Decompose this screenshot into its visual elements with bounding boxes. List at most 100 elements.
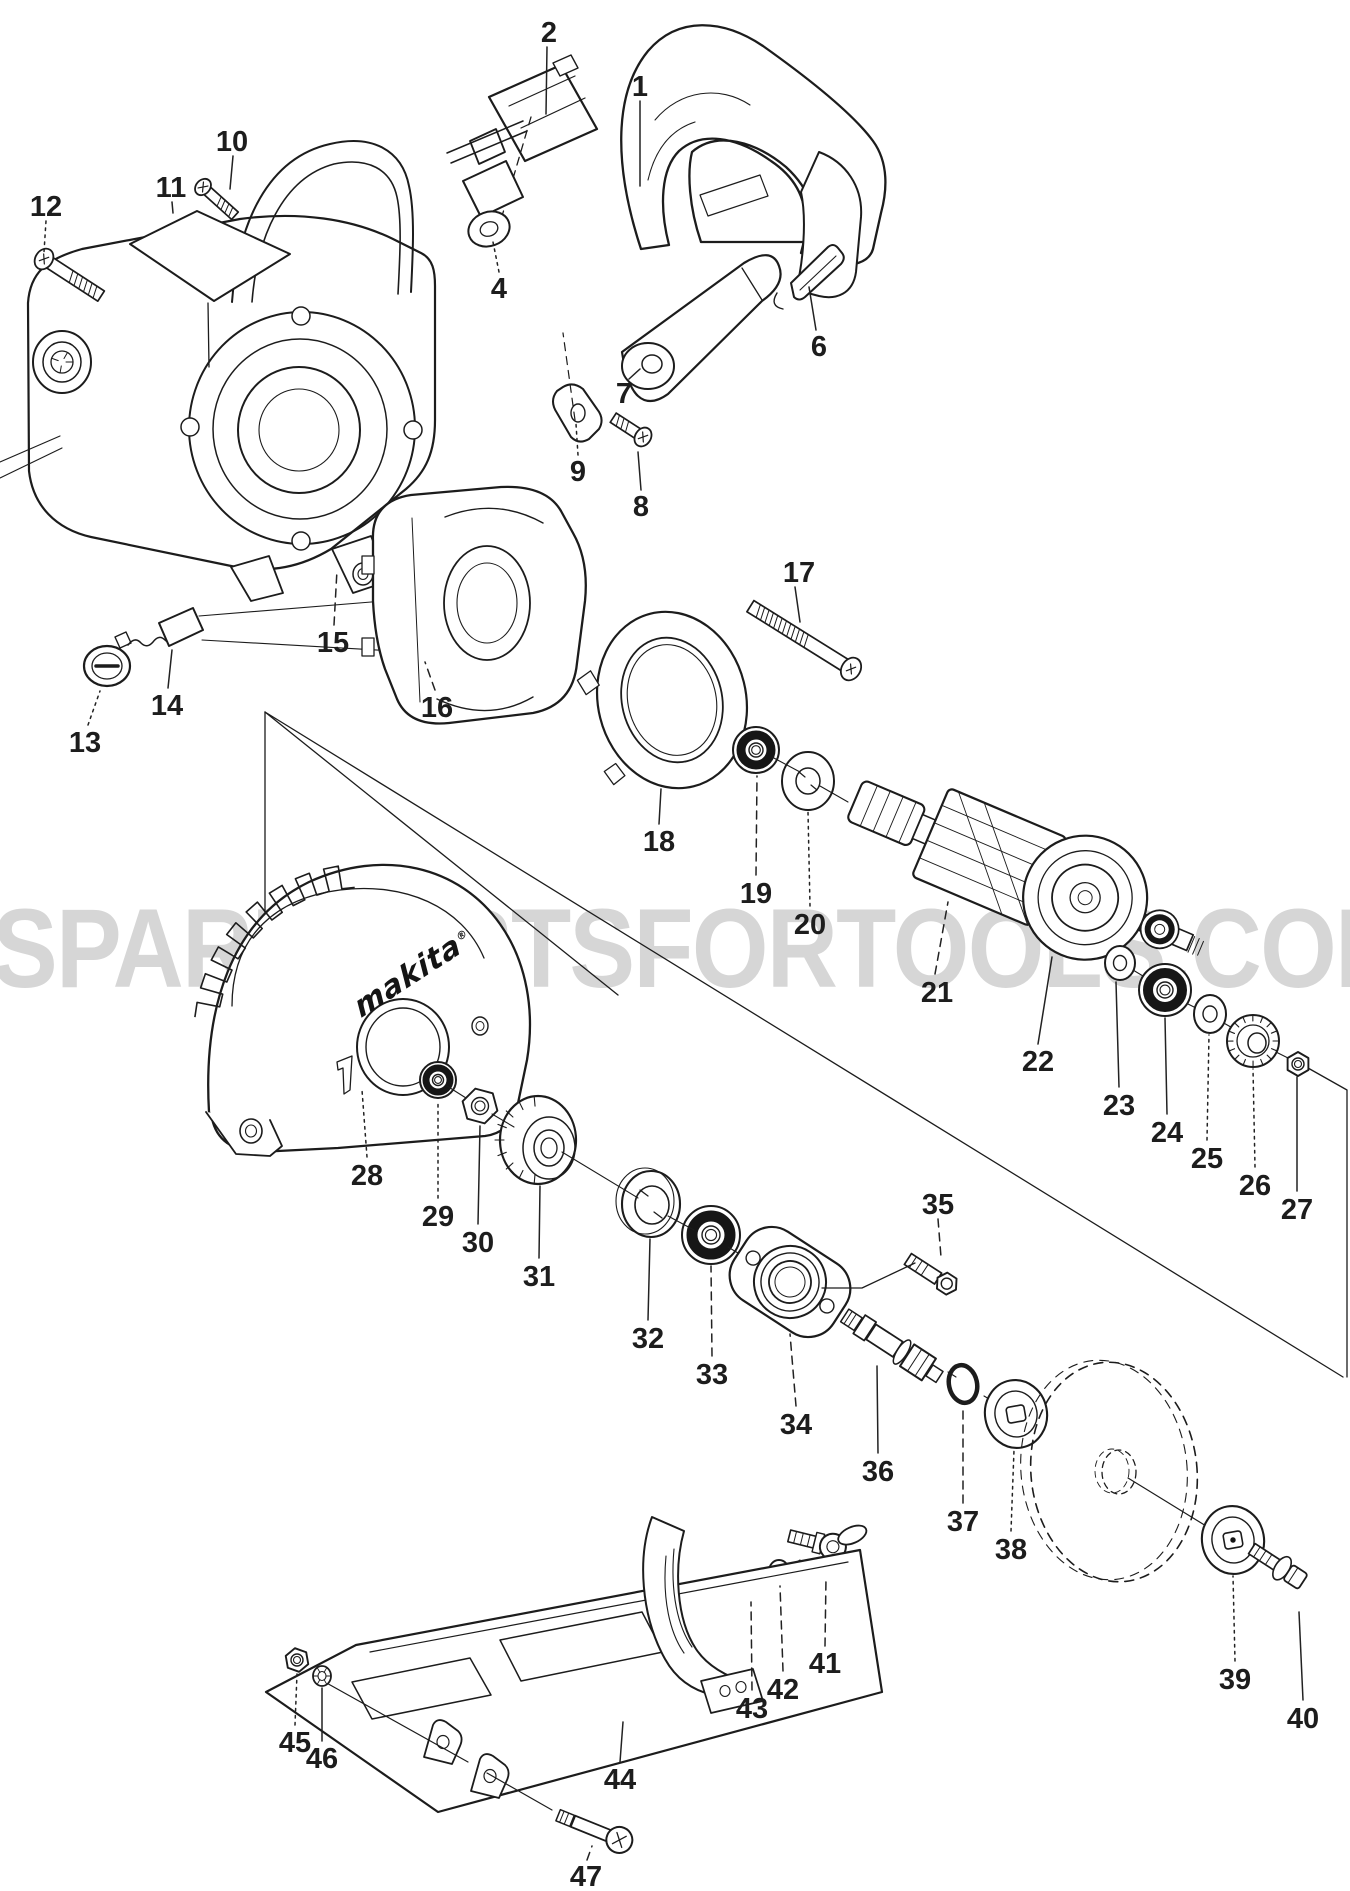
part-label-7: 7 <box>616 378 632 410</box>
part-8-screw <box>609 412 653 448</box>
part-18-tab-1 <box>576 670 600 696</box>
part-label-19: 19 <box>740 878 772 910</box>
part-leader-25 <box>1206 1034 1210 1141</box>
part-22-fan-hub2 <box>1077 890 1093 906</box>
part-33-bearing <box>681 1205 741 1265</box>
part-10-screw-thread-2 <box>224 203 230 214</box>
part-45-nut-bore <box>290 1653 304 1667</box>
part-17-screw <box>746 599 863 682</box>
part-2-switch-line-1 <box>508 75 576 107</box>
part-10-screw-slot2 <box>197 185 209 189</box>
part-10-screw-thread-3 <box>228 207 234 217</box>
part-label-11: 11 <box>156 172 187 204</box>
part-28-opening-2 <box>365 1007 441 1087</box>
part-25-washer <box>1193 994 1227 1034</box>
part-31-gear-teeth-6 <box>505 1110 514 1118</box>
part-32-ring-inner <box>634 1185 670 1225</box>
part-28-rim-inner <box>231 887 485 1007</box>
blade-bore-1 <box>1101 1449 1137 1495</box>
part-40-bolt <box>1247 1542 1308 1590</box>
part-label-28: 28 <box>351 1160 383 1192</box>
part-26-gear-teeth-11 <box>1242 1016 1246 1024</box>
part-leader-43 <box>750 1601 753 1691</box>
part-leader-2 <box>545 46 548 115</box>
part-16-cavity <box>443 545 531 661</box>
part-4-upper <box>462 160 524 218</box>
part-17-screw-thread-3 <box>790 626 796 640</box>
part-35-t1 <box>908 1256 917 1269</box>
part-15-top-arc-inner <box>251 161 401 303</box>
part-15-opening <box>237 366 361 494</box>
frame-line-diag-1 <box>264 711 1344 1378</box>
part-26-gear-hole <box>1247 1032 1267 1054</box>
part-44-base <box>264 1548 884 1814</box>
part-21-armature <box>847 780 1204 961</box>
part-27-nut <box>1286 1051 1310 1077</box>
part-15-front-boss-2 <box>42 341 82 383</box>
part-22-fan-hub <box>1069 882 1101 914</box>
part-22-fan-r2 <box>1037 850 1133 946</box>
part-16-tab-1 <box>361 555 375 575</box>
part-label-30: 30 <box>462 1227 494 1259</box>
part-label-47: 47 <box>570 1861 602 1891</box>
part-30-nut <box>461 1087 499 1125</box>
part-35-t3 <box>920 1263 929 1276</box>
axis-31-32 <box>561 1151 639 1199</box>
hinge-locator-2 <box>486 1772 553 1811</box>
part-46-star-1 <box>323 1679 327 1685</box>
part-9-axis-dashed <box>562 332 576 421</box>
part-1-shroud <box>795 151 863 299</box>
part-leader-24 <box>1164 1017 1168 1115</box>
part-15-front-boss <box>32 330 92 394</box>
part-41-t1 <box>793 1530 798 1544</box>
part-1-detail-2 <box>647 121 696 181</box>
part-40-t1 <box>1253 1546 1261 1558</box>
part-21-comm-t3 <box>885 796 904 838</box>
part-32-ring <box>620 1169 682 1239</box>
part-2-switch-line-2 <box>520 97 586 129</box>
axis-30-31 <box>491 1113 515 1128</box>
part-leader-35 <box>937 1218 942 1258</box>
part-29-bearing-seal <box>422 1064 454 1096</box>
part-21-shaft-bearing-bore <box>1154 923 1166 935</box>
part-17-screw-thread-7 <box>773 615 779 629</box>
part-21-comm-t1 <box>859 785 878 827</box>
part-44-arm-slot-2 <box>672 1548 693 1648</box>
part-34-bearing-box <box>728 1225 852 1339</box>
part-label-40: 40 <box>1287 1703 1319 1735</box>
part-21-tip-1 <box>1187 936 1196 953</box>
part-35-bolt <box>903 1252 958 1296</box>
part-16-stator-body <box>371 485 587 725</box>
part-45-nut <box>284 1647 310 1673</box>
part-leader-26 <box>1252 1068 1256 1168</box>
part-12-screw-thread-5 <box>92 286 98 299</box>
part-leader-41 <box>824 1577 827 1647</box>
part-17-screw-thread-2 <box>795 629 800 642</box>
part-14-wedge-b <box>201 639 413 653</box>
part-31-gear-face <box>522 1116 576 1180</box>
part-label-41: 41 <box>809 1648 841 1680</box>
part-13-cap-inner <box>91 652 123 680</box>
part-label-35: 35 <box>922 1189 954 1221</box>
part-31-gear-teeth-1 <box>518 1169 524 1180</box>
part-40-t2 <box>1258 1550 1267 1562</box>
part-21-lam-4 <box>919 857 1038 909</box>
part-17-screw-thread-9 <box>764 610 770 623</box>
part-21-lam-1 <box>941 804 1061 856</box>
part-38-flange <box>983 1379 1049 1449</box>
part-15-housing-body <box>26 214 437 571</box>
part-21-hatch-1 <box>957 791 1003 915</box>
part-label-44: 44 <box>604 1764 636 1796</box>
frame-line-diag-2 <box>264 711 619 996</box>
part-32-notch-2 <box>653 1211 663 1219</box>
part-leader-47 <box>586 1845 593 1861</box>
part-37-oring <box>946 1362 980 1406</box>
axis-32-33 <box>667 1215 695 1231</box>
part-26-gear-teeth <box>1226 1014 1280 1068</box>
part-31-gear-teeth-5 <box>497 1123 507 1129</box>
part-label-37: 37 <box>947 1506 979 1538</box>
part-leader-19 <box>755 775 758 876</box>
part-2-trigger <box>469 128 506 165</box>
